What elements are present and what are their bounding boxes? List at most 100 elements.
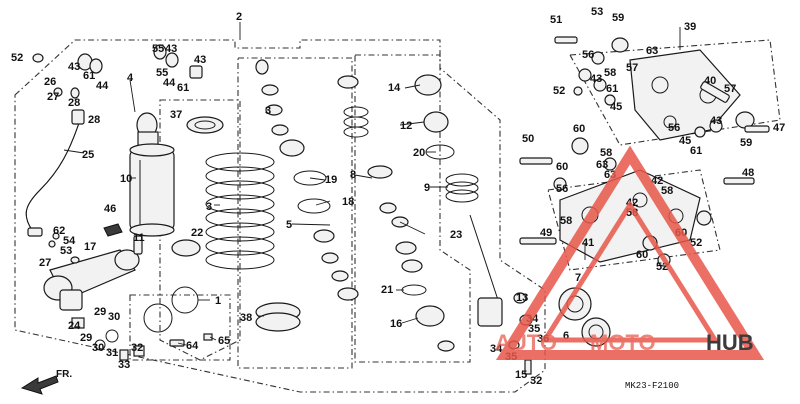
svg-text:55: 55 [156,67,168,79]
svg-text:5: 5 [286,219,292,231]
svg-text:26: 26 [44,76,56,88]
small-hardware-left [94,329,145,361]
svg-text:49: 49 [540,227,552,239]
svg-text:28: 28 [88,114,100,126]
svg-text:32: 32 [131,342,143,354]
svg-text:38: 38 [240,312,252,324]
svg-text:3: 3 [265,105,271,117]
svg-text:47: 47 [773,122,785,134]
drawing-code: MK23-F2100 [625,381,679,391]
svg-text:57: 57 [724,83,736,95]
svg-text:61: 61 [83,70,95,82]
shock-body [129,112,175,237]
svg-text:25: 25 [82,149,94,161]
svg-text:60: 60 [573,123,585,135]
svg-text:16: 16 [390,318,402,330]
front-direction-arrow: FR. [20,369,72,395]
svg-text:61: 61 [606,83,618,95]
svg-text:21: 21 [381,284,393,296]
svg-text:39: 39 [684,21,696,33]
svg-text:20: 20 [413,147,425,159]
svg-text:30: 30 [92,342,104,354]
svg-text:14: 14 [388,82,401,94]
svg-text:56: 56 [556,183,568,195]
svg-text:53: 53 [591,6,603,18]
svg-text:52: 52 [690,237,702,249]
svg-text:55: 55 [152,43,164,55]
svg-text:52: 52 [11,52,23,64]
svg-text:59: 59 [740,137,752,149]
svg-text:44: 44 [163,77,176,89]
svg-text:46: 46 [104,203,116,215]
svg-text:48: 48 [742,167,754,179]
svg-text:22: 22 [191,227,203,239]
svg-text:60: 60 [556,161,568,173]
svg-text:58: 58 [661,185,673,197]
watermark-suffix: HUB [706,330,754,355]
svg-text:50: 50 [522,133,534,145]
svg-text:27: 27 [39,257,51,269]
lower-brackets [143,286,213,347]
svg-text:64: 64 [186,340,199,352]
svg-text:61: 61 [177,82,189,94]
svg-text:51: 51 [550,14,562,26]
svg-text:61: 61 [690,145,702,157]
svg-text:59: 59 [612,12,624,24]
svg-text:11: 11 [133,232,145,244]
svg-text:27: 27 [47,91,59,103]
svg-text:17: 17 [84,241,96,253]
svg-text:32: 32 [530,375,542,387]
reservoir-hose [25,109,85,237]
svg-text:43: 43 [68,61,80,73]
svg-text:1: 1 [215,295,221,307]
svg-text:31: 31 [106,347,118,359]
reservoir-canister [43,223,140,311]
svg-text:58: 58 [560,215,572,227]
damper-internals [255,59,359,301]
svg-text:60: 60 [636,249,648,261]
svg-text:13: 13 [516,292,528,304]
svg-text:63: 63 [646,45,658,57]
svg-text:41: 41 [582,237,594,249]
reservoir-hardware [48,232,201,329]
svg-text:4: 4 [127,72,134,84]
svg-text:58: 58 [604,67,616,79]
svg-text:28: 28 [68,97,80,109]
svg-text:45: 45 [679,135,691,147]
svg-text:43: 43 [710,115,722,127]
svg-text:7: 7 [575,272,581,284]
svg-text:53: 53 [60,245,72,257]
svg-text:43: 43 [165,43,177,55]
svg-text:35: 35 [528,323,540,335]
svg-text:37: 37 [170,109,182,121]
svg-text:40: 40 [704,75,716,87]
svg-text:3: 3 [206,201,212,213]
rebuild-kit [337,74,479,352]
svg-text:56: 56 [582,49,594,61]
svg-text:29: 29 [80,332,92,344]
svg-text:54: 54 [63,235,76,247]
svg-text:43: 43 [194,54,206,66]
upper-link-arm [554,36,770,141]
svg-text:24: 24 [68,320,81,332]
svg-text:43: 43 [590,73,602,85]
upper-fittings-left [32,44,203,99]
spring-seat [255,302,301,332]
svg-text:2: 2 [236,11,242,23]
svg-text:12: 12 [400,120,412,132]
svg-text:8: 8 [350,169,356,181]
watermark-middle: MOTO [590,330,656,355]
svg-text:62: 62 [53,225,65,237]
svg-text:10: 10 [120,173,132,185]
svg-text:23: 23 [450,229,462,241]
front-arrow-label: FR. [56,369,72,380]
coil-spring [186,116,275,270]
svg-text:56: 56 [668,122,680,134]
svg-text:19: 19 [325,174,337,186]
svg-text:6: 6 [563,330,569,342]
watermark-logo: AUTO MOTO HUB [495,145,765,360]
callout-leaders [63,22,681,346]
svg-text:29: 29 [94,306,106,318]
